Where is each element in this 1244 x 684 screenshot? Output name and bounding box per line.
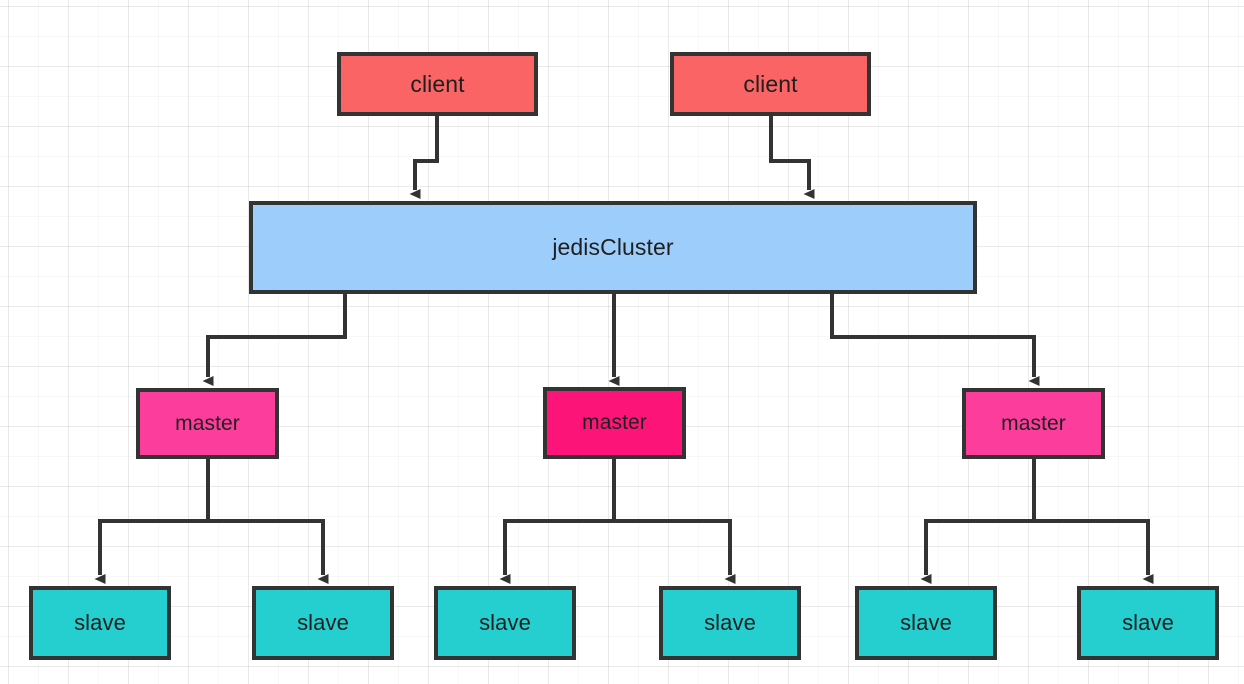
node-label: master (175, 411, 240, 435)
node-label: slave (704, 610, 756, 635)
edge-client2-cluster (769, 116, 815, 199)
node-label: slave (479, 610, 531, 635)
edge-cluster-master3 (830, 294, 1040, 386)
edge-master3-slave6 (1032, 459, 1154, 584)
node-label: jedisCluster (552, 234, 674, 260)
node-label: slave (297, 610, 349, 635)
edge-master2-slave3 (499, 459, 616, 584)
node-master-3[interactable]: master (962, 388, 1105, 459)
node-label: slave (1122, 610, 1174, 635)
node-slave-1[interactable]: slave (29, 586, 171, 660)
node-label: client (410, 70, 465, 97)
node-label: client (743, 70, 798, 97)
edge-master1-slave2 (206, 459, 329, 584)
node-master-1[interactable]: master (136, 388, 279, 459)
node-jedis-cluster[interactable]: jedisCluster (249, 201, 977, 294)
node-client-1[interactable]: client (337, 52, 538, 116)
node-label: slave (74, 610, 126, 635)
node-slave-5[interactable]: slave (855, 586, 997, 660)
node-slave-2[interactable]: slave (252, 586, 394, 660)
node-client-2[interactable]: client (670, 52, 871, 116)
edge-master3-slave5 (920, 459, 1036, 584)
node-slave-6[interactable]: slave (1077, 586, 1219, 660)
connector-paths (94, 116, 1154, 584)
edge-cluster-master1 (202, 294, 347, 386)
node-label: master (582, 411, 647, 434)
edge-client1-cluster (409, 116, 439, 199)
node-slave-3[interactable]: slave (434, 586, 576, 660)
node-master-2[interactable]: master (543, 387, 686, 459)
node-slave-4[interactable]: slave (659, 586, 801, 660)
node-label: slave (900, 610, 952, 635)
edge-master1-slave1 (94, 459, 210, 584)
edge-master2-slave4 (612, 459, 736, 584)
node-label: master (1001, 411, 1066, 435)
